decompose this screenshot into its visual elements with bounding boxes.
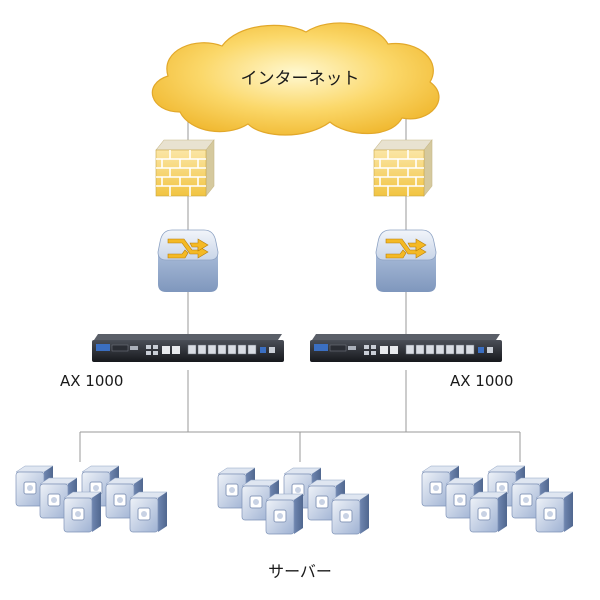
- ax-1000-label-left: AX 1000: [60, 372, 124, 390]
- server-cluster-middle-icon: [218, 468, 369, 534]
- internet-cloud-icon: [151, 22, 440, 136]
- server-cluster-right-icon: [422, 466, 573, 532]
- ax-appliance-right-icon: [309, 333, 503, 363]
- firewall-icon-left: [155, 139, 215, 197]
- ax-appliance-left-icon: [91, 333, 285, 363]
- connection-lines: [79, 92, 521, 462]
- firewall-icon-right: [373, 139, 433, 197]
- servers-label: サーバー: [268, 562, 332, 581]
- server-cluster-left-icon: [16, 466, 167, 532]
- switch-icon-right: [375, 229, 437, 293]
- switch-icon-left: [157, 229, 219, 293]
- ax-1000-label-right: AX 1000: [450, 372, 514, 390]
- internet-label: インターネット: [240, 69, 360, 89]
